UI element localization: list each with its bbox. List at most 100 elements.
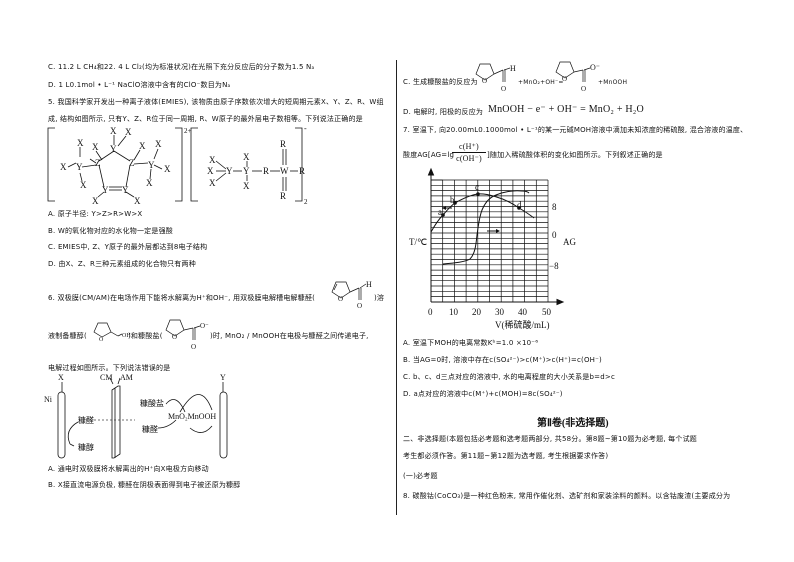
svg-text:10: 10 bbox=[449, 307, 459, 317]
furoate-structure-icon: O O⁻ O bbox=[555, 61, 600, 93]
svg-text:X: X bbox=[139, 141, 146, 151]
svg-text:O: O bbox=[581, 85, 586, 93]
q6-stem-line2-c: )时, MnO₂ / MnOOH在电极与糠醛之间传递电子, bbox=[210, 332, 369, 340]
part2-instructions-line2: 考生都必须作答。第11题~第12题为选考题, 考生根据要求作答) bbox=[403, 452, 609, 460]
svg-text:X: X bbox=[92, 196, 99, 206]
svg-text:2+: 2+ bbox=[184, 127, 192, 135]
svg-text:Z: Z bbox=[129, 158, 135, 168]
q6-stem-line1: 6. 双极膜(CM/AM)在电场作用下能将水解离为H⁺和OH⁻, 用双极膜电解槽… bbox=[48, 294, 316, 302]
q6-stem-line2-a: 液制备糠醇( bbox=[48, 332, 87, 340]
svg-text:X: X bbox=[243, 181, 250, 191]
svg-text:糠醛: 糠醛 bbox=[78, 415, 94, 425]
q5-stem-line2: 成, 结构如图所示, 只有Y、Z、R位于同一周期, R、W原子的最外层电子数相等… bbox=[48, 115, 363, 123]
svg-text:X: X bbox=[146, 178, 153, 188]
svg-text:20: 20 bbox=[472, 307, 482, 317]
q6-stem-line1-end: )溶 bbox=[374, 294, 385, 302]
svg-text:O: O bbox=[501, 85, 506, 93]
q5-stem-line1: 5. 我国科学家开发出一种离子液体(EMIES), 该物质由原子序数依次增大的短… bbox=[48, 98, 384, 106]
q5-option-d: D. 由X、Z、R三种元素组成的化合物只有两种 bbox=[48, 260, 196, 268]
svg-text:H: H bbox=[366, 280, 372, 289]
svg-text:W: W bbox=[280, 166, 289, 176]
ag-tick-0: 0 bbox=[552, 230, 557, 240]
q6-stem-line3: 电解过程如图所示。下列说法错误的是 bbox=[48, 364, 171, 372]
t-axis-label: T/℃ bbox=[409, 237, 427, 247]
svg-text:O⁻: O⁻ bbox=[590, 63, 600, 72]
furfural-structure-icon: O H O bbox=[331, 280, 372, 310]
svg-text:X: X bbox=[209, 178, 216, 188]
q6-stem-line2-b: )和糠酸盐( bbox=[128, 332, 163, 340]
furfuryl-alcohol-structure-icon: O OH bbox=[93, 322, 131, 343]
q6-option-d-equation: MnOOH − e⁻ + OH⁻ = MnO₂ + H₂O bbox=[488, 104, 644, 115]
svg-text:糠醛: 糠醛 bbox=[142, 424, 158, 434]
svg-text:H: H bbox=[510, 64, 516, 73]
svg-text:X: X bbox=[60, 162, 67, 172]
svg-text:O: O bbox=[99, 337, 104, 343]
q7-option-a: A. 室温下MOH的电离常数Kᵇ=1.0 ×10⁻⁶ bbox=[403, 339, 539, 347]
svg-text:X: X bbox=[164, 164, 171, 174]
svg-text:X: X bbox=[110, 126, 117, 136]
svg-text:X: X bbox=[77, 138, 84, 148]
svg-text:d: d bbox=[517, 200, 522, 210]
svg-text:30: 30 bbox=[495, 307, 505, 317]
q7-option-b: B. 当AG=0时, 溶液中存在c(SO₄²⁻)>c(M⁺)>c(H⁺)=c(O… bbox=[403, 356, 602, 364]
svg-text:a: a bbox=[438, 207, 442, 217]
q7-stem-line1: 7. 室温下, 向20.00mL0.1000mol • L⁻¹的某一元碱MOH溶… bbox=[403, 126, 748, 134]
svg-text:O⁻: O⁻ bbox=[200, 322, 209, 330]
q4-option-c: C. 11.2 L CH₄和22. 4 L Cl₂(均为标准状况)在光照下充分反… bbox=[48, 63, 315, 71]
q7-option-c: C. b、c、d三点对应的溶液中, 水的电离程度的大小关系是b=d>c bbox=[403, 373, 615, 381]
svg-text:-: - bbox=[304, 124, 307, 133]
svg-text:c: c bbox=[475, 182, 479, 192]
svg-text:O: O bbox=[172, 333, 177, 341]
furoate-structure-icon: O O⁻ O bbox=[165, 319, 209, 351]
svg-text:Y: Y bbox=[243, 166, 250, 176]
svg-text:0: 0 bbox=[428, 307, 433, 317]
svg-text:OH: OH bbox=[122, 333, 131, 339]
svg-text:Y: Y bbox=[122, 185, 129, 195]
q6-option-a: A. 通电时双极膜将水解离出的H⁺向X电极方向移动 bbox=[48, 465, 209, 473]
svg-text:O: O bbox=[338, 295, 343, 303]
q4-option-d: D. 1 L0.1mol • L⁻¹ NaClO溶液中含有的ClO⁻数目为Nₐ bbox=[48, 81, 231, 89]
furfural-structure-icon: O H O bbox=[475, 63, 516, 93]
q6-option-b: B. X接直流电源负极, 糠醛在阴极表面得到电子被还原为糠醇 bbox=[48, 481, 241, 489]
svg-text:X: X bbox=[92, 142, 99, 152]
svg-text:40: 40 bbox=[518, 307, 528, 317]
svg-text:R: R bbox=[280, 139, 286, 149]
svg-text:R: R bbox=[280, 191, 286, 201]
svg-text:2: 2 bbox=[304, 198, 308, 206]
svg-text:O: O bbox=[562, 75, 567, 83]
q7-option-d: D. a点对应的溶液中c(M⁺)+c(MOH)=8c(SO₄²⁻) bbox=[403, 390, 563, 398]
svg-text:R: R bbox=[299, 166, 305, 176]
svg-text:Y: Y bbox=[148, 160, 155, 170]
q5-option-b: B. W的氧化物对应的水化物一定是强酸 bbox=[48, 227, 173, 235]
svg-text:CM: CM bbox=[100, 373, 112, 382]
q7-fraction-numerator: c(H⁺) bbox=[452, 142, 486, 153]
svg-text:X: X bbox=[155, 139, 162, 149]
svg-text:Y: Y bbox=[76, 162, 83, 172]
q6-option-c-prefix: C. 生成糠酸盐的反应为 bbox=[403, 78, 478, 86]
column-divider bbox=[396, 60, 397, 515]
svg-text:Y: Y bbox=[102, 185, 109, 195]
svg-text:X: X bbox=[58, 373, 64, 382]
q6-option-c-suffix: +MnOOH bbox=[598, 79, 628, 86]
svg-text:O: O bbox=[357, 302, 362, 310]
part2-instructions-line1: 二、非选择题(本题包括必考题和选考题两部分, 共58分。第8题~第10题为必考题… bbox=[403, 435, 697, 443]
svg-text:X: X bbox=[80, 180, 87, 190]
q7-fraction-denominator: c(OH⁻) bbox=[456, 154, 482, 163]
svg-text:糠醇: 糠醇 bbox=[78, 442, 94, 452]
svg-text:X: X bbox=[209, 155, 216, 165]
q7-chart: a b c d 8 0 −8 AG T/℃ 0 10 20 30 40 50 V… bbox=[409, 167, 576, 330]
svg-text:Z: Z bbox=[95, 158, 101, 168]
svg-text:X: X bbox=[243, 152, 250, 162]
required-questions-label: (一)必考题 bbox=[403, 472, 438, 480]
svg-text:X: X bbox=[134, 196, 141, 206]
q8-stem-line1: 8. 碳酸钴(CoCO₃)是一种红色粉末, 常用作催化剂、选矿剂和家装涂料的颜料… bbox=[403, 492, 731, 500]
q6-electrolysis-diagram: X Ni CM AM Y 糠醛 糠醇 糠酸盐 糠醛 MnO₂MnOOH bbox=[44, 373, 228, 459]
svg-text:Y: Y bbox=[110, 144, 117, 154]
q5-option-a: A. 原子半径: Y>Z>R>W>X bbox=[48, 210, 143, 218]
svg-text:X: X bbox=[125, 127, 132, 137]
svg-text:AM: AM bbox=[120, 373, 133, 382]
q7-stem-line2-b: ]随加入稀硫酸体积的变化如图所示。下列叙述正确的是 bbox=[487, 151, 663, 159]
q6-option-c-middle: +MnO₂+OH⁻= bbox=[518, 79, 564, 86]
q5-option-c: C. EMIES中, Z、Y原子的最外层都达到8电子结构 bbox=[48, 243, 208, 251]
svg-text:R: R bbox=[263, 166, 269, 176]
